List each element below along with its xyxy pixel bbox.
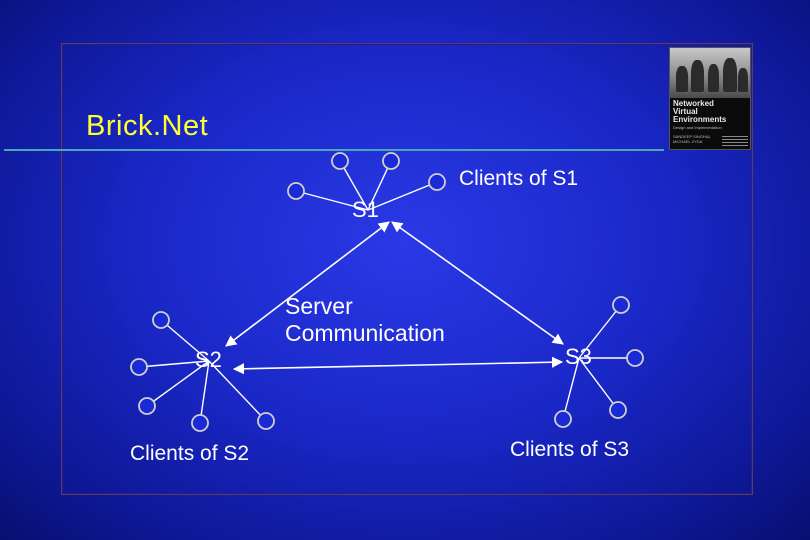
clients-label-s1: Clients of S1 (459, 167, 579, 190)
book-authors: SANDEEP SINGHAL MICHAEL ZYDA (673, 134, 711, 144)
client-spokes (138, 160, 635, 424)
link-s2-s3 (232, 356, 564, 375)
client-node-s3-1 (612, 296, 630, 314)
slide-title: Brick.Net (86, 110, 209, 142)
client-node-s2-4 (191, 414, 209, 432)
slide-frame (61, 43, 753, 495)
client-node-s1-2 (382, 152, 400, 170)
client-spoke-s3-1 (578, 304, 622, 359)
book-title: Networked Virtual Environments (673, 99, 727, 124)
server-label-s2: S2 (195, 347, 222, 372)
client-spoke-s3-4 (562, 357, 580, 420)
server-label-s3: S3 (565, 344, 592, 369)
book-cover-photo (670, 48, 750, 98)
client-node-s3-2 (626, 349, 644, 367)
client-node-s2-2 (130, 358, 148, 376)
client-node-s2-5 (257, 412, 275, 430)
clients-label-s2: Clients of S2 (130, 442, 250, 465)
link-s1-s2 (225, 221, 390, 347)
client-node-s3-4 (554, 410, 572, 428)
title-rule (4, 149, 664, 151)
client-spoke-s2-2 (138, 360, 210, 368)
client-node-s1-4 (428, 173, 446, 191)
client-spoke-s1-1 (339, 160, 369, 211)
client-spoke-s2-1 (160, 319, 210, 362)
client-spoke-s1-4 (367, 181, 438, 211)
server-links (225, 221, 564, 375)
client-node-s2-1 (152, 311, 170, 329)
book-blurb (722, 136, 748, 146)
server-label-s1: S1 (352, 197, 379, 222)
client-spoke-s2-5 (208, 360, 267, 422)
client-spoke-s1-2 (367, 160, 392, 211)
client-spoke-s1-3 (295, 190, 369, 211)
client-spoke-s2-4 (199, 360, 210, 424)
client-node-s1-3 (287, 182, 305, 200)
client-node-s3-3 (609, 401, 627, 419)
client-spoke-s2-3 (146, 360, 210, 407)
server-communication-label: Server Communication (285, 293, 445, 346)
client-node-s2-3 (138, 397, 156, 415)
link-s1-s3 (391, 221, 564, 345)
client-node-s1-1 (331, 152, 349, 170)
client-spoke-s3-3 (578, 357, 619, 411)
client-nodes (130, 152, 644, 432)
clients-label-s3: Clients of S3 (510, 438, 630, 461)
book-subtitle: Design and Implementation (673, 125, 722, 130)
book-cover-image: Networked Virtual Environments Design an… (669, 47, 751, 150)
